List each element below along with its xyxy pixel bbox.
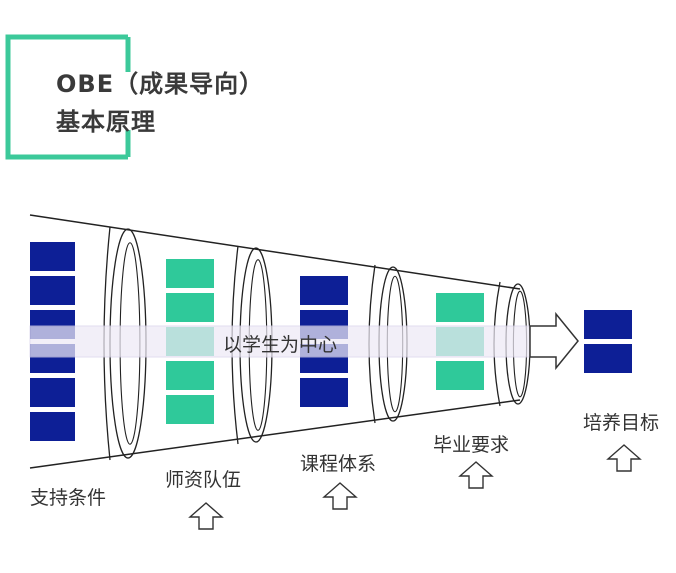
up-arrow-icon (322, 482, 358, 510)
stage-label-faculty: 师资队伍 (165, 469, 242, 491)
funnel-top-edge (29, 214, 521, 290)
stage-block (30, 276, 75, 305)
stage-block (436, 293, 484, 322)
up-arrow-icon (606, 444, 642, 472)
stage-block (166, 361, 214, 390)
stage-block (166, 293, 214, 322)
heading-line-1: OBE（成果导向） (56, 70, 265, 98)
up-arrow-icon (188, 502, 224, 530)
up-arrow-icon (458, 461, 494, 489)
stage-block (584, 344, 632, 373)
stage-block (30, 378, 75, 407)
stage-block (30, 412, 75, 441)
stage-block (584, 310, 632, 339)
stage-block (300, 378, 348, 407)
heading-line-2: 基本原理 (56, 108, 156, 136)
stage-label-graduation: 毕业要求 (433, 434, 510, 456)
stage-label-objectives: 培养目标 (583, 412, 660, 434)
center-band (29, 325, 531, 358)
stage-block (166, 259, 214, 288)
funnel-bottom-edge (29, 399, 521, 469)
stage-block (166, 395, 214, 424)
stage-block (436, 361, 484, 390)
center-label: 以学生为中心 (222, 334, 337, 356)
stage-block (300, 276, 348, 305)
stage-block (30, 242, 75, 271)
right-arrow-icon (529, 311, 579, 371)
stage-label-curriculum: 课程体系 (300, 453, 377, 475)
stage-label-support: 支持条件 (30, 487, 107, 509)
